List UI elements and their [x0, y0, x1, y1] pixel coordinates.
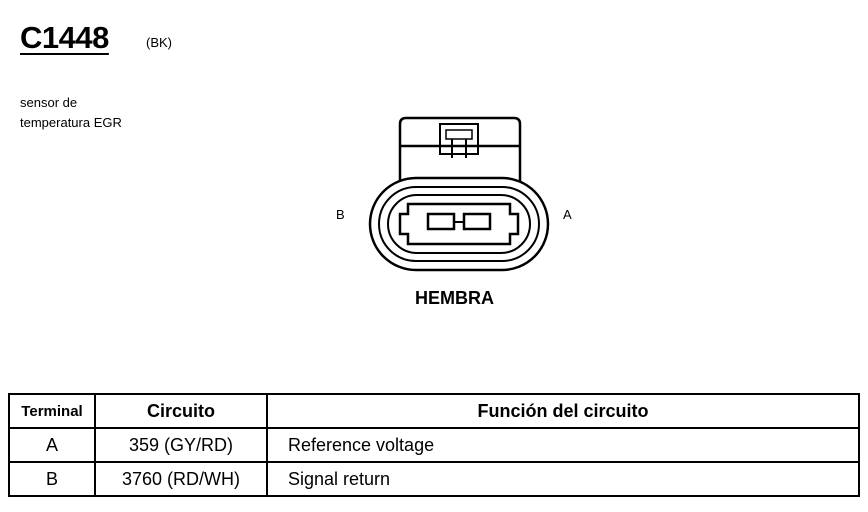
connector-id: C1448 — [20, 20, 109, 55]
table-header-row: Terminal Circuito Función del circuito — [8, 393, 860, 429]
terminal-insert — [398, 202, 520, 246]
header-circuit: Circuito — [94, 393, 268, 429]
locking-tab-housing — [398, 116, 522, 188]
description-line-1: sensor de — [20, 95, 78, 110]
connector-middle-shell — [378, 186, 540, 262]
latch-inner — [445, 129, 473, 140]
pin-label-b: B — [336, 207, 345, 222]
connector-gender: HEMBRA — [415, 288, 494, 308]
header-function: Función del circuito — [266, 393, 860, 429]
pinout-table: Terminal Circuito Función del circuito A… — [8, 393, 860, 497]
connector-inner-shell — [387, 194, 531, 254]
cell-circuit: 359 (GY/RD) — [94, 427, 268, 463]
cell-terminal: A — [8, 427, 96, 463]
pin-label-a: A — [563, 207, 572, 222]
connector-description: sensor de temperatura EGR — [20, 93, 122, 133]
cell-terminal: B — [8, 461, 96, 497]
latch-outer — [439, 123, 479, 155]
connector-color: (BK) — [146, 35, 172, 50]
description-line-2: temperatura EGR — [20, 115, 122, 130]
header-terminal: Terminal — [8, 393, 96, 429]
cell-function: Reference voltage — [266, 427, 860, 463]
cell-function: Signal return — [266, 461, 860, 497]
table-row: B 3760 (RD/WH) Signal return — [8, 461, 860, 497]
connector-face-diagram: B A — [336, 116, 572, 272]
table-row: A 359 (GY/RD) Reference voltage — [8, 427, 860, 463]
cell-circuit: 3760 (RD/WH) — [94, 461, 268, 497]
